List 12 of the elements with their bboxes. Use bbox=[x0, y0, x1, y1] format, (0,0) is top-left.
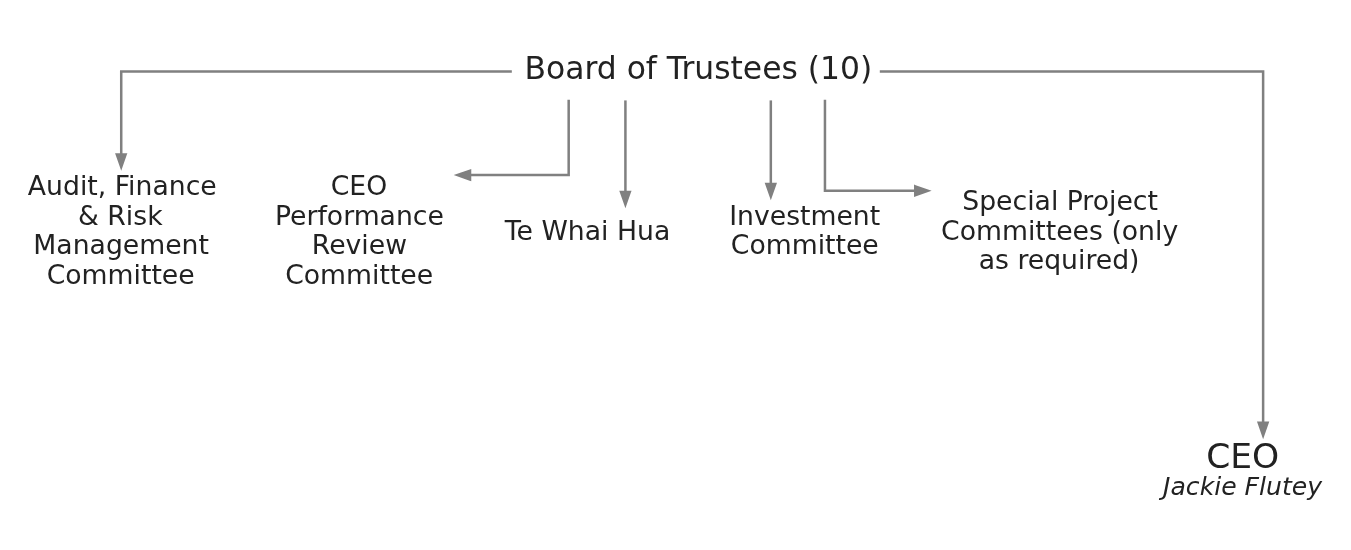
node-text: Board of Trustees (10) bbox=[524, 49, 873, 86]
arrow bbox=[764, 99, 777, 200]
arrow bbox=[879, 69, 1270, 439]
node-text: Te Whai Hua bbox=[504, 214, 671, 246]
arrow bbox=[619, 99, 632, 208]
arrow bbox=[823, 99, 932, 197]
arrow bbox=[453, 99, 570, 181]
node-text: CEO Performance Review Committee bbox=[274, 169, 444, 290]
node-text: Special Project Committees (only as required) bbox=[941, 184, 1179, 275]
node-text: Investment Committee bbox=[729, 199, 881, 260]
node-text: Audit, Finance & Risk Management Committee bbox=[27, 169, 217, 290]
arrow bbox=[115, 69, 512, 171]
